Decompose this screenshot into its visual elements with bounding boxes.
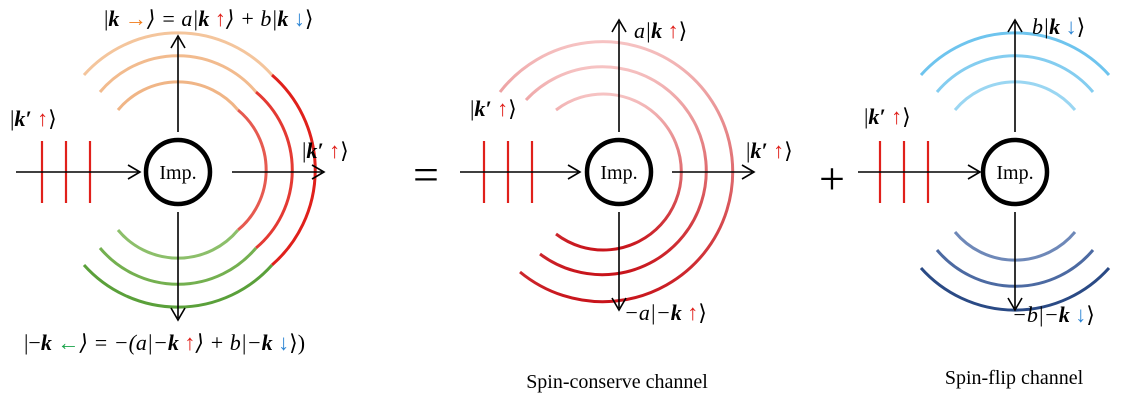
flip-impurity-circle xyxy=(980,137,1050,207)
conserve-bottom-label: −a|−k ↑⟩ xyxy=(624,300,707,325)
total-incident-label: |k′ ↑⟩ xyxy=(10,106,57,131)
flip-impurity-label: Imp. xyxy=(996,162,1033,184)
total-bottom-label: |−k ←⟩ = −(a|−k ↑⟩ + b|−k ↓⟩) xyxy=(24,330,305,355)
total-impurity-circle xyxy=(143,137,213,207)
flip-incident-label: |k′ ↑⟩ xyxy=(864,104,911,129)
total-right-label: |k′ ↑⟩ xyxy=(302,138,349,163)
flip-panel: Imp. b|k ↓⟩ |k′ ↑⟩ −b|−k ↓⟩ Spin-flip ch… xyxy=(858,14,1111,389)
conserve-impurity-label: Imp. xyxy=(600,162,637,184)
conserve-top-label: a|k ↑⟩ xyxy=(634,18,687,43)
total-panel: Imp. |k →⟩ = a|k ↑⟩ + b|k ↓⟩ |k′ ↑⟩ |k′ … xyxy=(10,6,349,355)
total-impurity-label: Imp. xyxy=(159,162,196,184)
flip-caption: Spin-flip channel xyxy=(945,367,1084,389)
flip-bottom-label: −b|−k ↓⟩ xyxy=(1012,302,1095,327)
plus-sign: + xyxy=(819,153,845,204)
flip-top-label: b|k ↓⟩ xyxy=(1032,14,1085,39)
conserve-incident-label: |k′ ↑⟩ xyxy=(470,96,517,121)
equals-sign: = xyxy=(413,149,439,200)
conserve-panel: Imp. a|k ↑⟩ |k′ ↑⟩ |k′ ↑⟩ −a|−k ↑⟩ Spin-… xyxy=(460,18,793,393)
conserve-impurity-circle xyxy=(584,137,654,207)
total-top-label: |k →⟩ = a|k ↑⟩ + b|k ↓⟩ xyxy=(104,6,313,31)
conserve-right-label: |k′ ↑⟩ xyxy=(746,138,793,163)
conserve-caption: Spin-conserve channel xyxy=(526,371,708,393)
